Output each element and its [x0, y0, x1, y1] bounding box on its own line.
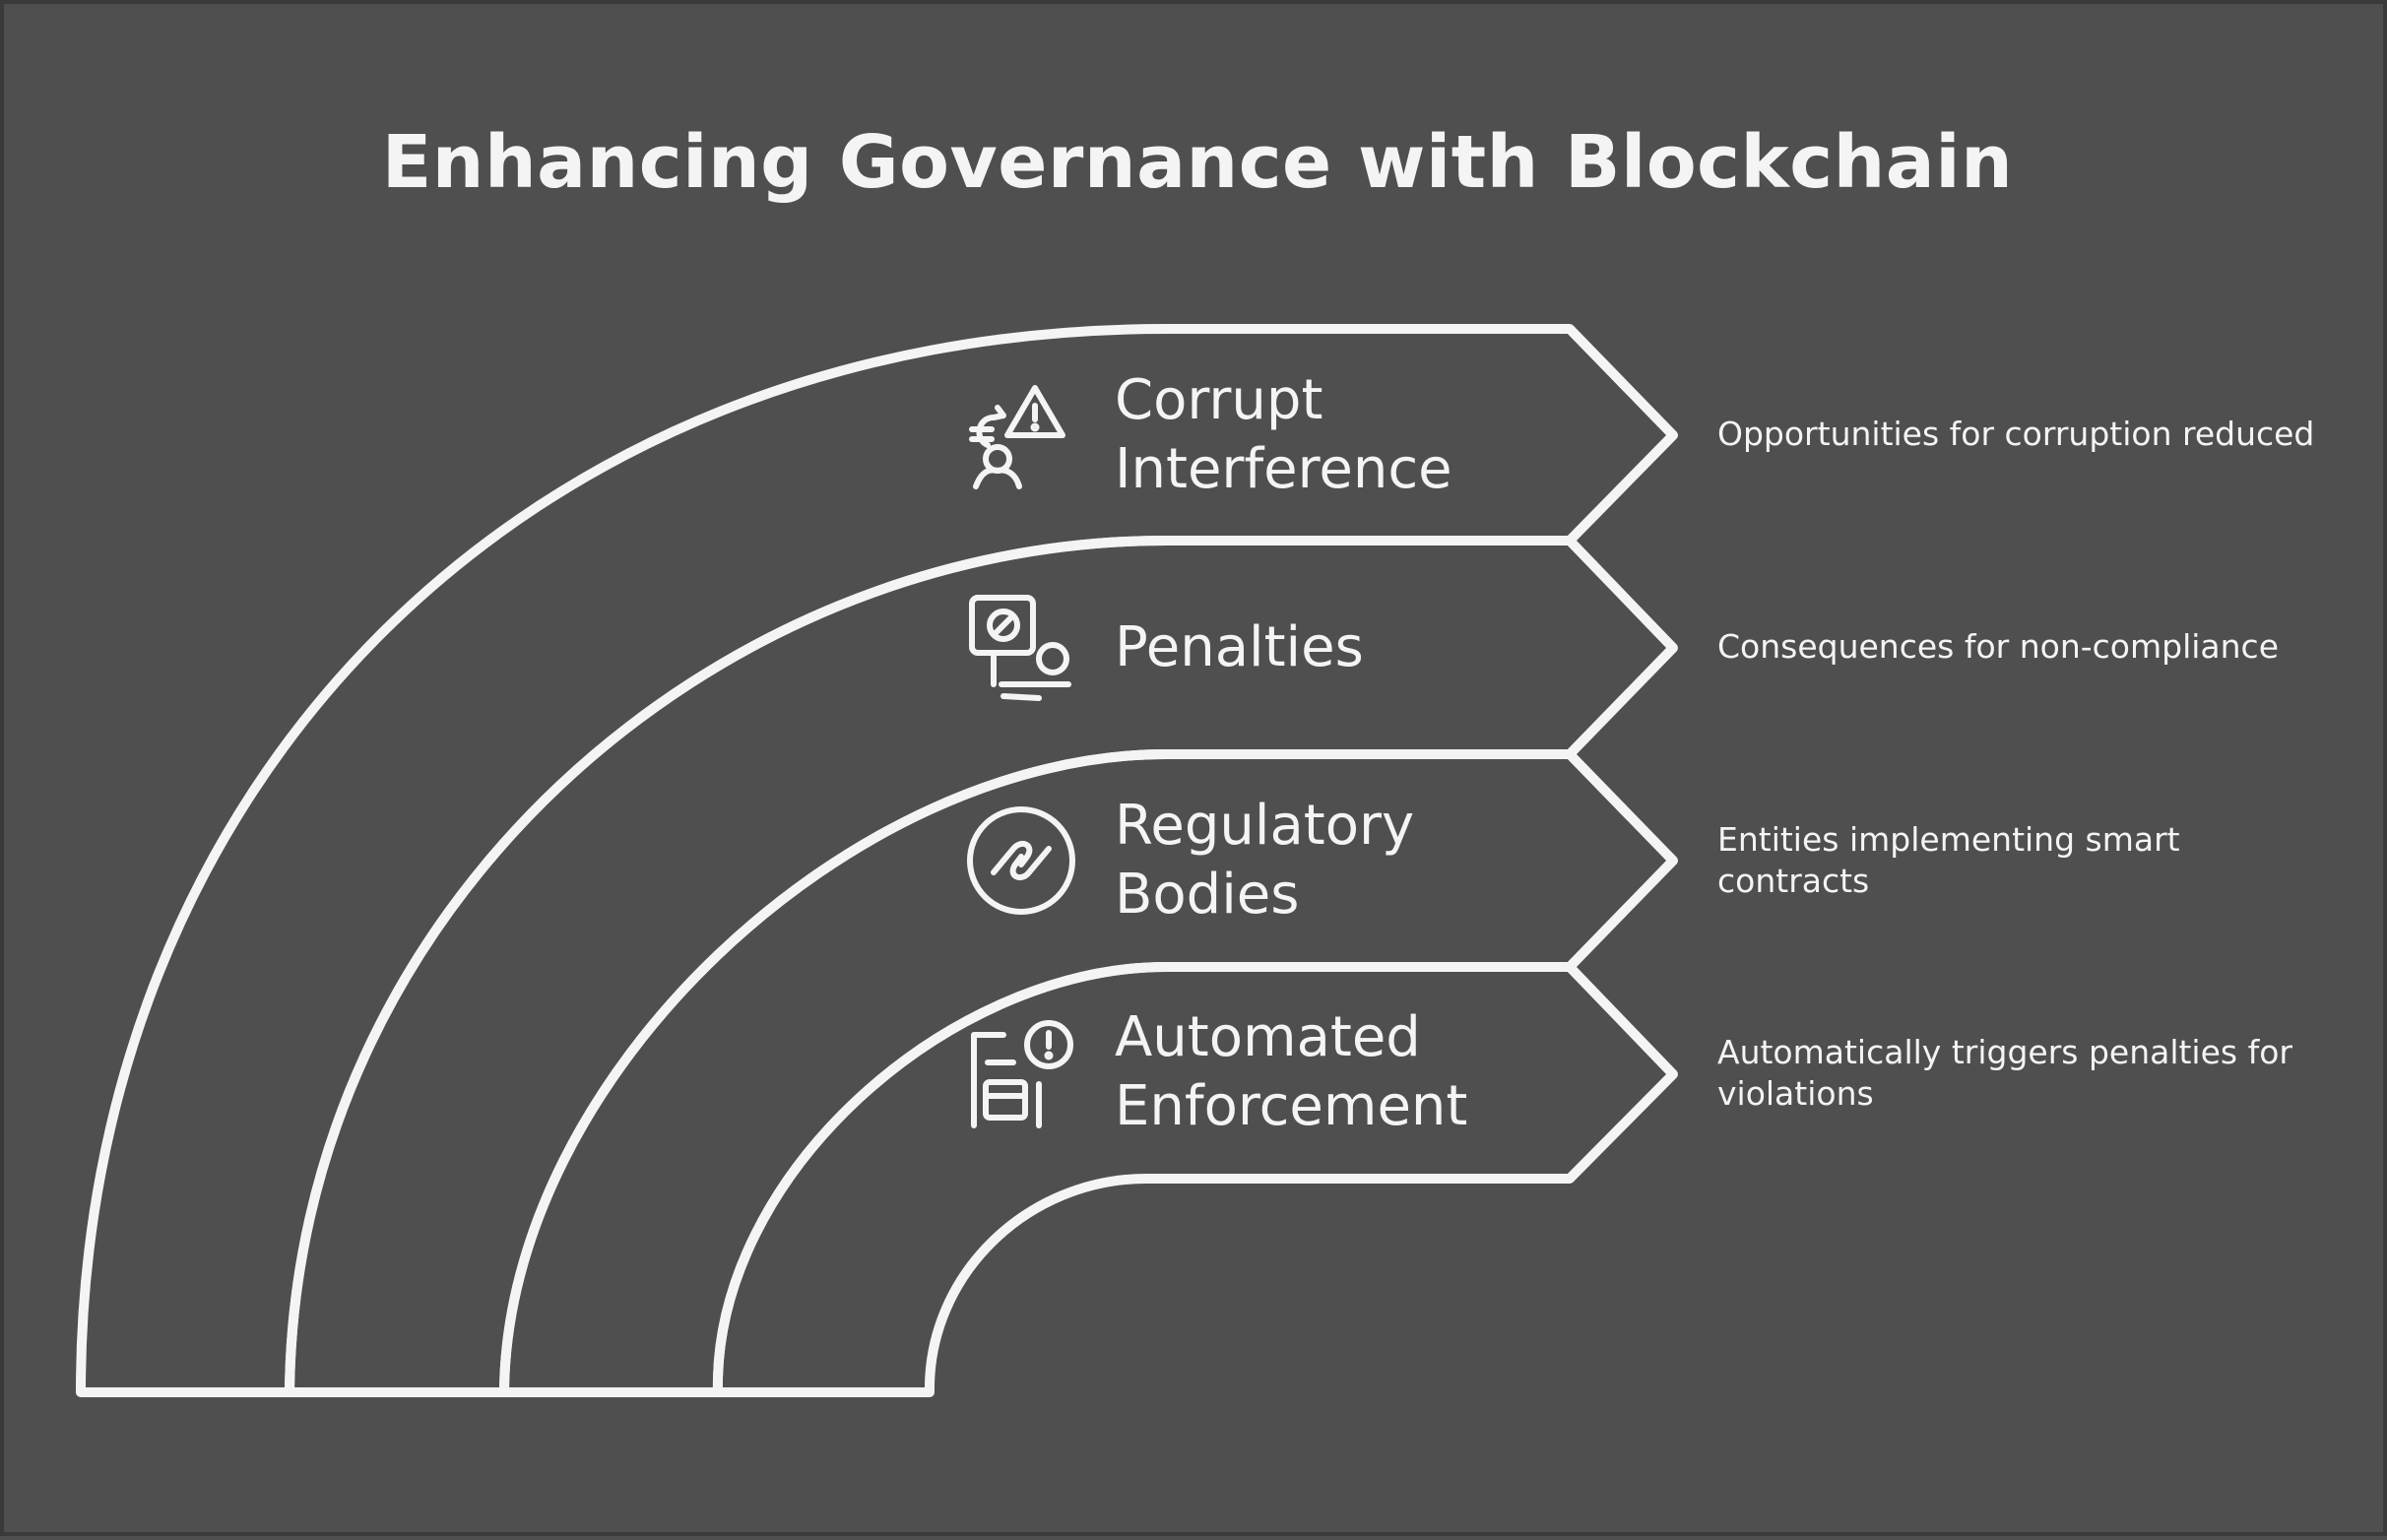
layer-label-penalties: Penalties: [1115, 613, 1364, 682]
layer-description-regulatory-bodies: Entities implementing smart contracts: [1717, 820, 2180, 900]
layer-label-regulatory-bodies: Regulatory Bodies: [1115, 792, 1414, 930]
layer-label-line: Bodies: [1115, 863, 1300, 927]
layer-label-line: Enforcement: [1115, 1074, 1468, 1138]
document-alert-icon: [964, 1013, 1082, 1131]
corruption-warning-icon: [964, 378, 1082, 496]
layer-label-automated-enforcement: Automated Enforcement: [1115, 1003, 1467, 1141]
layer-label-line: Corrupt: [1115, 368, 1323, 432]
penalty-ticket-icon: [964, 590, 1082, 708]
diagram-title: Enhancing Governance with Blockchain: [381, 120, 2014, 205]
layer-band-regulatory-bodies: [499, 749, 1678, 1397]
layer-label-line: Regulatory: [1115, 794, 1415, 858]
layer-description-corrupt-interference: Opportunities for corruption reduced: [1717, 415, 2315, 453]
layer-band-automated-enforcement: [712, 962, 1678, 1397]
linked-circle-icon: [964, 802, 1082, 920]
layer-description-penalties: Consequences for non-compliance: [1717, 627, 2279, 666]
layer-label-corrupt-interference: Corrupt Interference: [1115, 366, 1452, 504]
layer-label-line: Penalties: [1115, 615, 1364, 679]
layer-label-line: Automated: [1115, 1005, 1421, 1069]
layer-description-automated-enforcement: Automatically triggers penalties for vio…: [1717, 1033, 2292, 1113]
stacked-arc-layers: [76, 324, 1678, 1397]
layer-label-line: Interference: [1115, 437, 1452, 501]
